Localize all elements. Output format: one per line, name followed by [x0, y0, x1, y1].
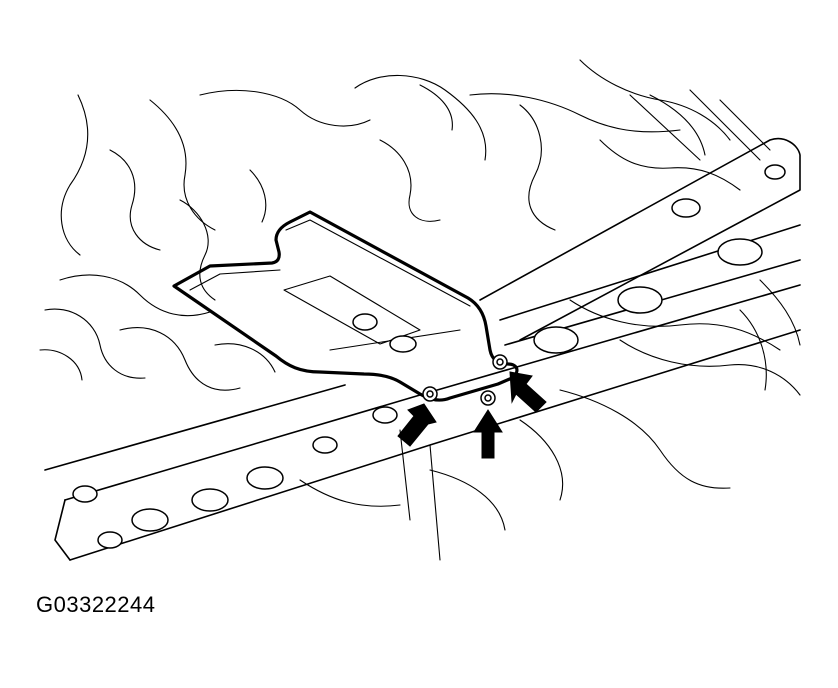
arrow-center-bolt	[473, 409, 503, 459]
arrow-left-bolt	[397, 403, 437, 447]
bolt-right	[492, 354, 508, 370]
skid-plate	[172, 210, 519, 402]
arrow-right-bolt	[509, 371, 547, 413]
figure-code: G03322244	[36, 592, 156, 617]
bolt-center	[480, 390, 496, 406]
front-frame-rail	[44, 284, 801, 561]
bolt-left	[422, 386, 438, 402]
rear-crossmember	[479, 137, 801, 354]
engine-background-linework	[39, 59, 801, 531]
